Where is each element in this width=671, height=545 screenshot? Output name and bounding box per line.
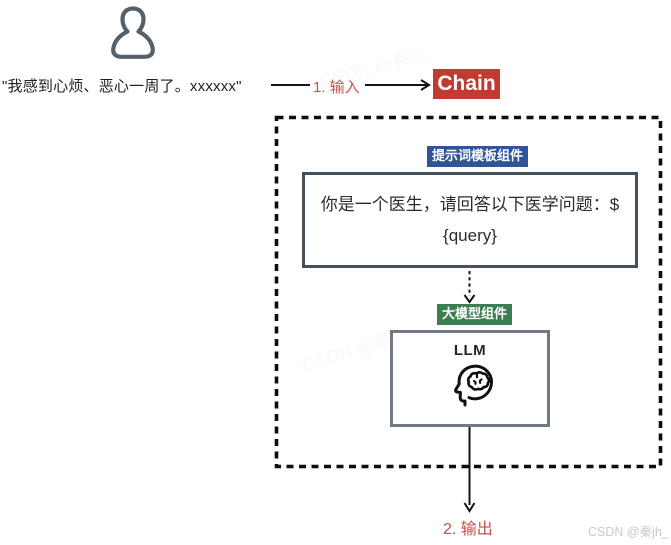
output-step-label: 2. 输出 bbox=[443, 521, 493, 538]
watermark-text: CSDN @秦jh_ bbox=[588, 525, 669, 539]
prompt-template-text: 你是一个医生，请回答以下医学问题：$ {query} bbox=[320, 194, 620, 245]
llm-title: LLM bbox=[453, 342, 487, 359]
prompt-template-badge: 提示词模板组件 bbox=[427, 146, 529, 167]
input-arrow-icon bbox=[365, 79, 431, 91]
head-brain-icon bbox=[454, 364, 494, 407]
output-arrow-icon bbox=[463, 427, 476, 513]
template-to-llm-arrow-icon bbox=[463, 271, 476, 304]
prompt-template-box: 你是一个医生，请回答以下医学问题：$ {query} bbox=[302, 172, 638, 268]
user-input-text: "我感到心烦、恶心一周了。xxxxxx" bbox=[2, 78, 242, 95]
person-icon bbox=[111, 6, 155, 59]
input-step-label: 1. 输入 bbox=[313, 79, 360, 96]
chain-node: Chain bbox=[433, 69, 500, 99]
input-line-segment bbox=[271, 84, 310, 86]
llm-box: LLM bbox=[390, 330, 550, 427]
llm-badge: 大模型组件 bbox=[437, 304, 513, 325]
